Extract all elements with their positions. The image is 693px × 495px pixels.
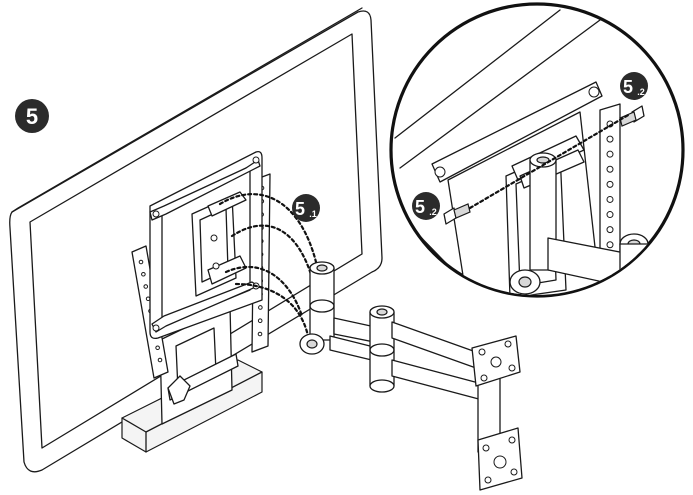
rail-hole <box>606 165 614 173</box>
desk-stand-icon <box>121 305 263 453</box>
rail-hole <box>606 180 614 188</box>
rail-hole <box>138 259 144 265</box>
rail-hole <box>606 241 614 249</box>
screw-icon <box>443 203 471 225</box>
magnifier-detail-icon <box>389 2 685 298</box>
step-badge-5-1: 5 .1 <box>292 194 320 222</box>
step-badge-suffix: .1 <box>309 209 317 219</box>
step-badge-5-2-top: 5 .2 <box>620 72 648 100</box>
rail-hole <box>143 284 149 289</box>
rail-hole <box>606 211 614 219</box>
step-badge-number: 5 <box>623 77 633 97</box>
rail-hole <box>606 135 614 143</box>
step-badge-main: 5 <box>15 99 49 133</box>
rail-hole <box>606 195 614 203</box>
wall-mount-arm-icon <box>299 261 523 491</box>
rail-hole <box>606 150 614 158</box>
rail-hole <box>606 226 614 234</box>
rail-hole <box>155 345 160 351</box>
rail-hole <box>141 271 146 277</box>
screw-icon <box>619 105 645 127</box>
step-badge-5-2-left: 5 .2 <box>412 192 440 220</box>
rail-hole <box>257 331 263 337</box>
step-badge-suffix: .2 <box>429 207 437 217</box>
step-badge-number: 5 <box>295 199 305 219</box>
step-badge-number: 5 <box>415 197 425 217</box>
rail-hole <box>157 357 163 363</box>
rail-hole <box>606 286 614 294</box>
step-number: 5 <box>26 104 38 129</box>
connection-arrows <box>218 193 318 338</box>
monitor-bracket-icon <box>191 191 247 297</box>
step-badge-suffix: .2 <box>637 87 645 97</box>
rail-hole <box>257 318 263 324</box>
rail-hole <box>258 305 263 310</box>
